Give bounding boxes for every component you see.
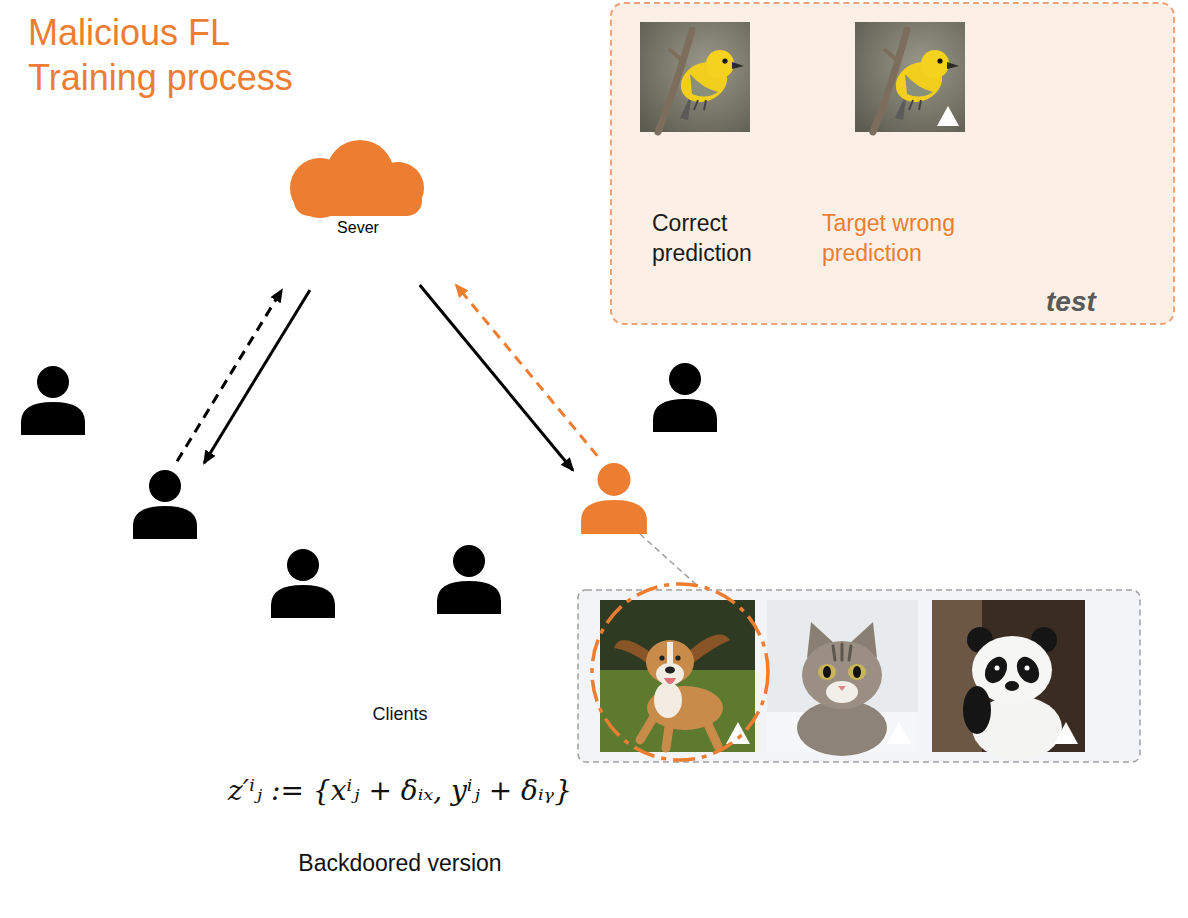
person-shape: [133, 506, 197, 539]
cloud-shape: [294, 186, 422, 216]
person-shape: [581, 500, 647, 534]
client-icon: [271, 549, 335, 618]
text-holder: Target wrong prediction: [822, 209, 1007, 269]
dog-photo: [614, 640, 650, 664]
bird-photo: [855, 22, 965, 132]
dog-photo: [690, 634, 730, 664]
server-cloud: Sever: [268, 138, 448, 239]
panda-photo: [1005, 681, 1019, 691]
test-panel: Correct prediction Target wrong predictio…: [610, 2, 1175, 325]
person-shape: [133, 470, 197, 539]
cat-photo: [767, 600, 918, 756]
person-shape: [578, 462, 650, 534]
person-shape: [149, 470, 181, 502]
panda-photo: [932, 600, 1085, 760]
person-shape: [598, 463, 631, 496]
dog-photo: [659, 655, 664, 660]
cat-photo: [887, 722, 911, 744]
formula: z′ⁱⱼ := {xⁱⱼ + δᵢₓ, yⁱⱼ + δᵢᵧ}: [228, 774, 572, 807]
client-icon: [21, 366, 85, 435]
cat-photo: [838, 686, 846, 691]
dog-photo: [726, 722, 750, 744]
node-text: Sever: [268, 218, 448, 239]
dog-photo: [600, 600, 755, 752]
trigger-mark: [937, 106, 959, 126]
bird-photo: [640, 22, 750, 132]
dog-photo: [600, 600, 755, 670]
dog-photo: [600, 600, 755, 752]
panda-photo: [1025, 666, 1030, 671]
cat-photo: [833, 644, 851, 660]
client-icon: [437, 545, 501, 614]
test-panel-fill: [611, 3, 1174, 324]
label-holder: Backdoored version: [298, 850, 501, 877]
text-holder: Correct prediction: [652, 209, 792, 269]
node-text: Correct prediction: [652, 209, 792, 269]
dog-photo: [656, 663, 684, 685]
highlight-circle: [592, 584, 768, 760]
panda-photo: [963, 686, 991, 734]
formula-caption: Backdoored version: [298, 850, 501, 877]
dog-photo: [664, 678, 676, 684]
panda-photo: [995, 666, 1000, 671]
text-holder: Sever: [268, 218, 448, 239]
cat-photo: [823, 666, 831, 678]
cloud-shape: [290, 140, 424, 218]
panda-photo: [980, 653, 1011, 687]
node-text: test: [1042, 284, 1100, 320]
text-holder: test: [1042, 284, 1100, 320]
upload-arrow: [177, 290, 282, 461]
dataset-panel: [578, 590, 1140, 762]
label-holder: Clients: [372, 704, 427, 725]
dog-photo: [665, 667, 675, 674]
cat-photo: [818, 664, 836, 680]
cat-photo: [848, 664, 866, 680]
panda-photo: [1054, 722, 1078, 744]
client-icon: [21, 363, 717, 618]
dog-photo: [675, 655, 680, 660]
diagram-title: Malicious FL Training process: [28, 10, 328, 100]
malicious-client-icon: [578, 462, 650, 534]
person-shape: [130, 468, 200, 540]
cloud-shape: [268, 138, 448, 218]
dog-photo: [646, 640, 694, 684]
download-arrow: [204, 290, 310, 463]
dog-photo: [640, 715, 718, 748]
cat-photo: [802, 641, 882, 709]
dog-photo: [654, 682, 682, 718]
client-icon: [130, 468, 200, 540]
cat-photo: [853, 666, 861, 678]
leader-line: [640, 534, 700, 588]
group-label: Clients: [372, 704, 427, 725]
malicious-upload-arrow: [456, 285, 597, 456]
panda-photo: [1012, 653, 1043, 687]
download-arrow: [420, 285, 573, 470]
title-box: Malicious FL Training process: [28, 10, 328, 100]
cat-photo: [826, 681, 858, 703]
person-shape: [581, 463, 647, 534]
node-text: Target wrong prediction: [822, 209, 1007, 269]
label-holder: z′ⁱⱼ := {xⁱⱼ + δᵢₓ, yⁱⱼ + δᵢᵧ}: [228, 774, 572, 807]
client-icon: [653, 363, 717, 432]
